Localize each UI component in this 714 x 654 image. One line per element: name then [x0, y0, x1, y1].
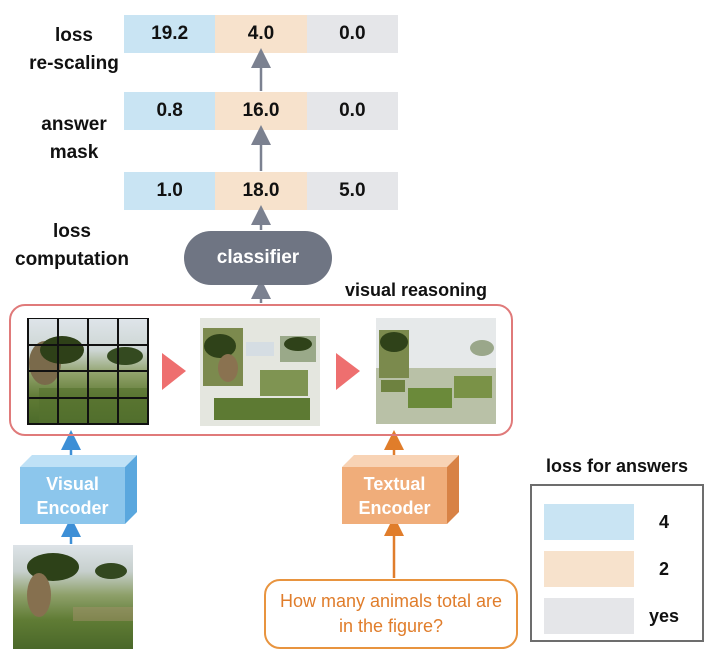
loss-computation-line2: computation	[15, 249, 129, 270]
legend-swatch-2	[544, 551, 634, 587]
classifier-node: classifier	[184, 231, 332, 285]
computed-cell-2: 18.0	[215, 172, 307, 210]
loss-computation-label: loss computation	[2, 218, 142, 274]
legend-label-2: 2	[658, 559, 669, 579]
legend-title: loss for answers	[545, 456, 689, 476]
textual-encoder-line2: Encoder	[358, 498, 431, 518]
refined-regions-image	[376, 318, 496, 424]
rescaled-cell-2: 4.0	[215, 15, 307, 53]
legend-label-4: 4	[658, 512, 669, 532]
selected-regions-image	[200, 318, 320, 426]
loss-rescaling-label: loss re-scaling	[14, 22, 134, 78]
computed-cell-yes: 5.0	[306, 172, 398, 210]
answer-mask-line2: mask	[49, 142, 99, 163]
visual-encoder-line1: Visual	[46, 474, 99, 494]
masked-cell-2: 16.0	[215, 92, 307, 130]
reasoning-step-arrow-2	[336, 353, 360, 390]
visual-encoder-line2: Encoder	[36, 498, 109, 518]
legend-swatch-yes	[544, 598, 634, 634]
answer-mask-line1: answer	[41, 114, 107, 135]
rescaled-cell-4: 19.2	[124, 15, 216, 53]
computed-cell-4: 1.0	[124, 172, 216, 210]
rescaled-loss-row: 19.2 4.0 0.0	[124, 15, 398, 53]
masked-cell-4: 0.8	[124, 92, 216, 130]
textual-encoder-block	[342, 455, 459, 524]
visual-reasoning-box	[9, 304, 513, 436]
reasoning-step-arrow-1	[162, 353, 186, 390]
masked-loss-row: 0.8 16.0 0.0	[124, 92, 398, 130]
visual-encoder-block	[20, 455, 137, 524]
loss-computation-line1: loss	[52, 221, 92, 242]
computed-loss-row: 1.0 18.0 5.0	[124, 172, 398, 210]
answer-mask-label: answer mask	[14, 111, 134, 167]
input-image	[13, 545, 133, 649]
visual-reasoning-label: visual reasoning	[345, 280, 488, 300]
loss-rescaling-line1: loss	[54, 25, 94, 46]
visual-encoder-label: Visual Encoder	[20, 472, 125, 520]
grid-image	[27, 318, 149, 425]
textual-encoder-line1: Textual	[363, 474, 426, 494]
legend-box	[530, 484, 704, 642]
question-box: How many animals total are in the figure…	[264, 579, 518, 649]
textual-encoder-label: Textual Encoder	[342, 472, 447, 520]
legend-label-yes: yes	[648, 606, 680, 626]
legend-swatch-4	[544, 504, 634, 540]
loss-rescaling-line2: re-scaling	[29, 53, 119, 74]
masked-cell-yes: 0.0	[306, 92, 398, 130]
rescaled-cell-yes: 0.0	[306, 15, 398, 53]
